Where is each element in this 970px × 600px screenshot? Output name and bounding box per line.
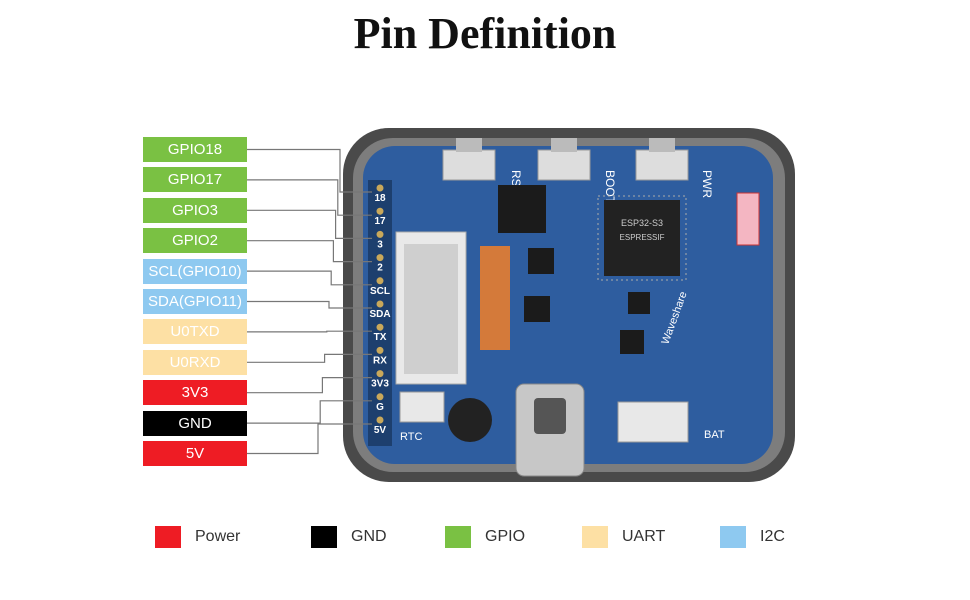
bat-label: BAT (704, 429, 725, 441)
header-pin (377, 347, 384, 354)
rtc-connector (400, 392, 444, 422)
header-pin-label: 18 (374, 193, 386, 204)
header-pin (377, 370, 384, 377)
pin-label-3v3: 3V3 (143, 380, 247, 405)
ffc-slot (404, 244, 458, 374)
pin-label-scl: SCL(GPIO10) (143, 259, 247, 284)
pmic-chip (620, 330, 644, 354)
legend-swatch-gpio (445, 526, 471, 548)
leader-line (247, 331, 372, 332)
header-pin-label: G (376, 402, 384, 413)
legend-label-gpio: GPIO (485, 528, 525, 546)
legend-swatch-uart (582, 526, 608, 548)
rtc-label: RTC (400, 431, 422, 443)
header-pin-label: 2 (377, 263, 383, 274)
header-pin (377, 301, 384, 308)
chip-text-2: ESPRESSIF (620, 233, 665, 242)
pin-label-2: GPIO2 (143, 228, 247, 253)
header-pin (377, 324, 384, 331)
header-pin (377, 208, 384, 215)
header-pin-label: 17 (374, 216, 386, 227)
header-pin-label: RX (373, 355, 387, 366)
legend-label-power: Power (195, 528, 240, 546)
legend-label-gnd: GND (351, 528, 387, 546)
pin-label-17: GPIO17 (143, 167, 247, 192)
legend-swatch-power (155, 526, 181, 548)
header-pin-label: TX (374, 332, 387, 343)
header-pin-label: 5V (374, 425, 387, 436)
header-pin (377, 417, 384, 424)
header-pin-label: SDA (369, 309, 390, 320)
sensor-chip (524, 296, 550, 322)
small-chip (528, 248, 554, 274)
legend-item-i2c: I2C (720, 526, 785, 548)
pin-label-sda: SDA(GPIO11) (143, 289, 247, 314)
bat-connector (618, 402, 688, 442)
usb-c-opening (534, 398, 566, 434)
header-pin (377, 277, 384, 284)
legend-swatch-i2c (720, 526, 746, 548)
chip-text-1: ESP32-S3 (621, 218, 663, 228)
rgb-led (737, 193, 759, 245)
pin-label-3: GPIO3 (143, 198, 247, 223)
legend-item-gnd: GND (311, 526, 387, 548)
esp32-chip: ESP32-S3 ESPRESSIF (598, 196, 686, 280)
legend-item-gpio: GPIO (445, 526, 525, 548)
legend-label-i2c: I2C (760, 528, 785, 546)
button-label-boot: BOOT (603, 170, 617, 205)
header-pin (377, 254, 384, 261)
buzzer (448, 398, 492, 442)
header-pin-label: SCL (370, 286, 390, 297)
flash-chip (498, 185, 546, 233)
ribbon-cable (480, 246, 510, 350)
header-pin (377, 393, 384, 400)
button-label-pwr: PWR (700, 170, 714, 198)
pin-label-rx: U0RXD (143, 350, 247, 375)
header-pin (377, 231, 384, 238)
legend-item-power: Power (155, 526, 240, 548)
imu-chip (628, 292, 650, 314)
pin-label-18: GPIO18 (143, 137, 247, 162)
pin-label-tx: U0TXD (143, 319, 247, 344)
pin-label-5v: 5V (143, 441, 247, 466)
legend-swatch-gnd (311, 526, 337, 548)
legend-label-uart: UART (622, 528, 665, 546)
header-pin (377, 185, 384, 192)
header-pin-label: 3 (377, 239, 383, 250)
header-pin-label: 3V3 (371, 379, 389, 390)
pin-label-g: GND (143, 411, 247, 436)
legend-item-uart: UART (582, 526, 665, 548)
